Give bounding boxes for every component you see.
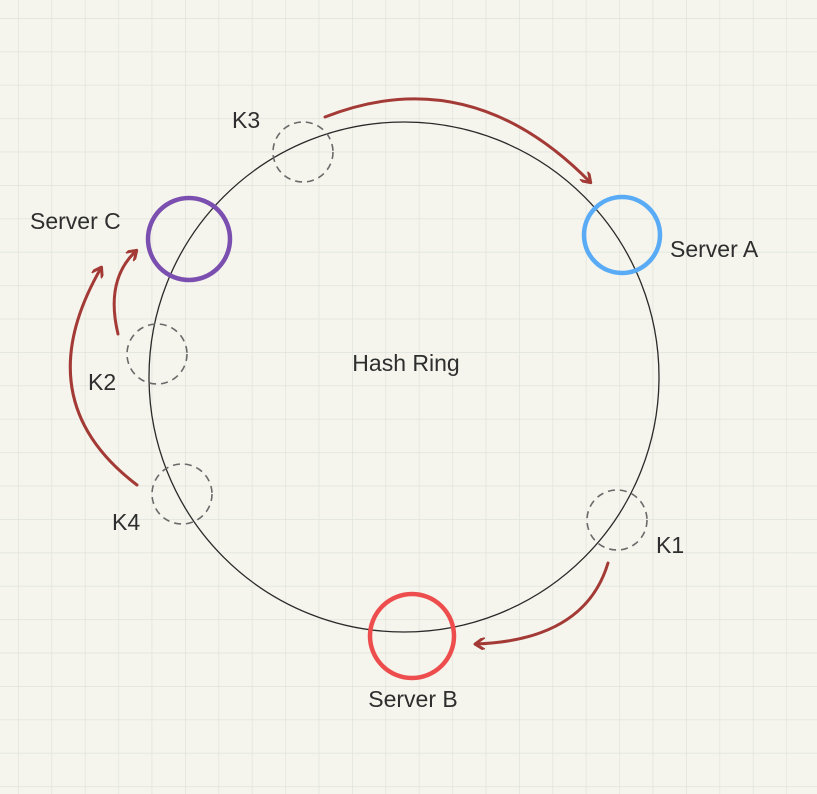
key-k2-node [126,323,188,385]
k3-label: K3 [232,107,260,133]
k4-label: K4 [112,509,140,535]
server-c-node [145,195,233,283]
server-c-label: Server C [30,208,121,234]
arrow-k3-to-server-a [323,97,590,182]
ring-label: Hash Ring [352,350,459,376]
arrow-k4-to-server-c [68,268,139,487]
server-a-node [581,194,663,276]
k1-label: K1 [656,532,684,558]
k2-label: K2 [88,369,116,395]
key-k4-node [151,463,213,525]
hash-ring [148,121,660,633]
server-b-node [367,591,457,681]
arrow-k1-to-server-b [476,561,610,644]
arrow-k2-to-server-c [112,251,136,336]
server-b-label: Server B [368,686,457,712]
server-a-label: Server A [670,236,759,262]
key-k3-node [272,121,334,183]
key-k1-node [586,489,648,551]
